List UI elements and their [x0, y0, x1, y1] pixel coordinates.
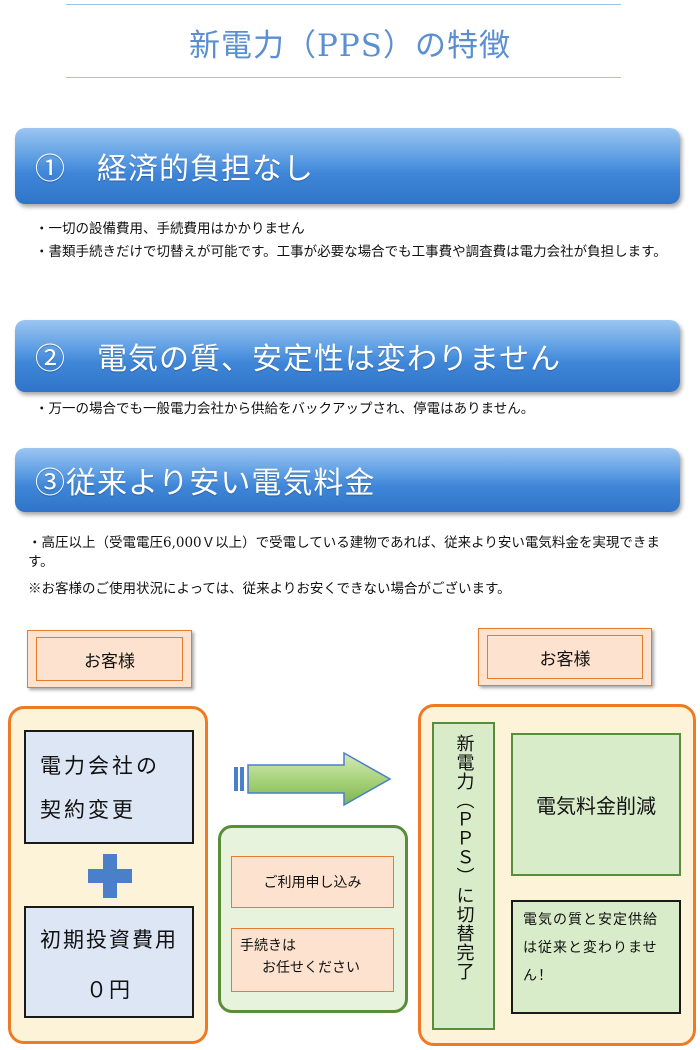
apply-box: ご利用申し込み — [231, 856, 394, 908]
initial-cost-box: 初期投資費用 ０円 — [24, 906, 194, 1018]
switch-complete-text: 新電力（ＰＰＳ）に切替完了 — [453, 734, 475, 981]
top-rule — [66, 4, 621, 5]
section-1-item-2: ・書類手続きだけで切替えが可能です。工事が必要な場合でも工事費や調査費は電力会社… — [35, 244, 667, 260]
section-3-banner: ③従来より安い電気料金 — [15, 448, 680, 512]
section-1-item-1: ・一切の設備費用、手続費用はかかりません — [35, 221, 305, 237]
initial-cost-label: 初期投資費用 — [40, 928, 178, 952]
section-3-item-1: ・高圧以上（受電電圧6,000Ｖ以上）で受電している建物であれば、従来より安い電… — [28, 535, 660, 570]
procedure-line-1: 手続きは — [240, 938, 296, 954]
procedure-line-2: お任せください — [262, 960, 360, 976]
left-customer-label: お客様 — [27, 630, 192, 688]
right-customer-label: お客様 — [478, 628, 652, 686]
plus-icon — [88, 854, 132, 898]
section-2-item-1: ・万一の場合でも一般電力会社から供給をバックアップされ、停電はありません。 — [35, 401, 535, 417]
switch-complete-box: 新電力（ＰＰＳ）に切替完了 — [432, 722, 495, 1030]
cost-reduction-box: 電気料金削減 — [511, 733, 681, 876]
initial-cost-value: ０円 — [86, 978, 132, 1002]
section-2-banner: ② 電気の質、安定性は変わりません — [15, 320, 680, 392]
contract-change-box: 電力会社の契約変更 — [24, 730, 194, 844]
page-title: 新電力（PPS）の特徴 — [189, 28, 511, 64]
right-arrow-icon — [234, 751, 392, 807]
procedure-box: 手続きは お任せください — [231, 928, 394, 992]
title-underline — [66, 77, 621, 78]
section-1-banner: ① 経済的負担なし — [15, 128, 680, 204]
section-3-note: ※お客様のご使用状況によっては、従来よりお安くできない場合がございます。 — [28, 581, 511, 597]
quality-box: 電気の質と安定供給は従来と変わりません！ — [511, 900, 681, 1014]
